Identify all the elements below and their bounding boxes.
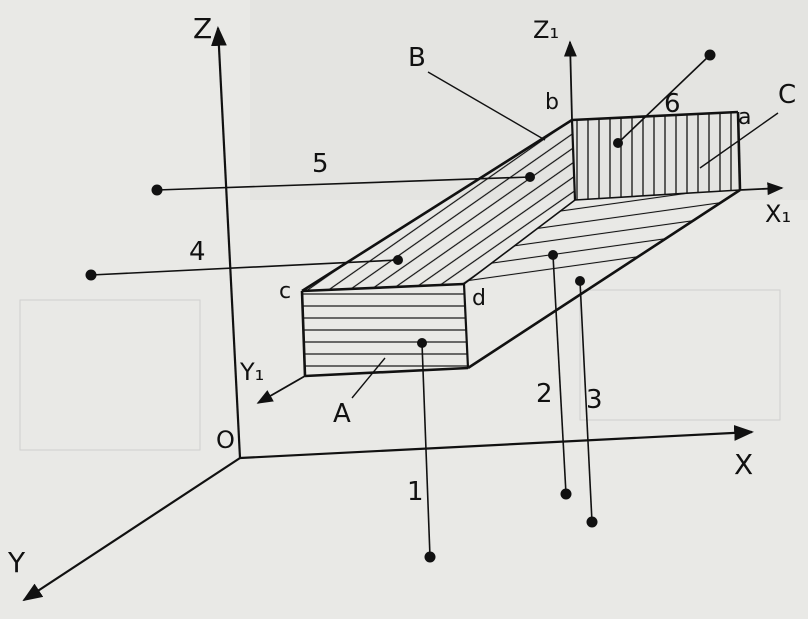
label-vertex-b: b [545, 90, 559, 115]
axis-z [211, 26, 242, 459]
face-bottom [464, 190, 740, 284]
leader-4 [90, 259, 399, 276]
label-leader-2: 2 [536, 379, 553, 409]
label-face-c: C [778, 80, 796, 110]
label-leader-3: 3 [586, 385, 603, 415]
label-axis-y: Y [7, 546, 26, 579]
label-axis-x1: X₁ [765, 200, 791, 228]
label-leader-5: 5 [312, 149, 329, 179]
face-a-front [302, 284, 468, 376]
leader-1 [421, 342, 431, 558]
leader-6 [617, 54, 711, 144]
label-face-b: B [408, 43, 426, 73]
face-c-back [572, 112, 740, 200]
leader-2 [552, 254, 567, 495]
axis-z1 [563, 40, 577, 121]
face-leaders [351, 71, 779, 399]
label-vertex-c: c [279, 279, 291, 304]
label-origin: O [216, 426, 235, 454]
axis-x1 [739, 182, 784, 196]
label-axis-z1: Z₁ [533, 16, 559, 44]
box-edges [300, 110, 742, 378]
axis-y [22, 457, 241, 602]
label-leader-1: 1 [407, 477, 424, 507]
axis-y1 [256, 375, 306, 404]
leader-5 [156, 176, 531, 191]
label-leader-4: 4 [189, 237, 206, 267]
axis-x [239, 424, 754, 460]
label-leader-6: 6 [664, 89, 681, 119]
label-axis-z: Z [193, 12, 212, 45]
label-vertex-a: a [738, 105, 751, 130]
label-axis-x: X [734, 448, 753, 481]
label-face-a: A [333, 399, 351, 429]
leader-dots [85, 49, 716, 563]
leader-3 [579, 280, 593, 523]
label-vertex-d: d [472, 286, 486, 311]
label-axis-y1: Y₁ [239, 358, 264, 386]
